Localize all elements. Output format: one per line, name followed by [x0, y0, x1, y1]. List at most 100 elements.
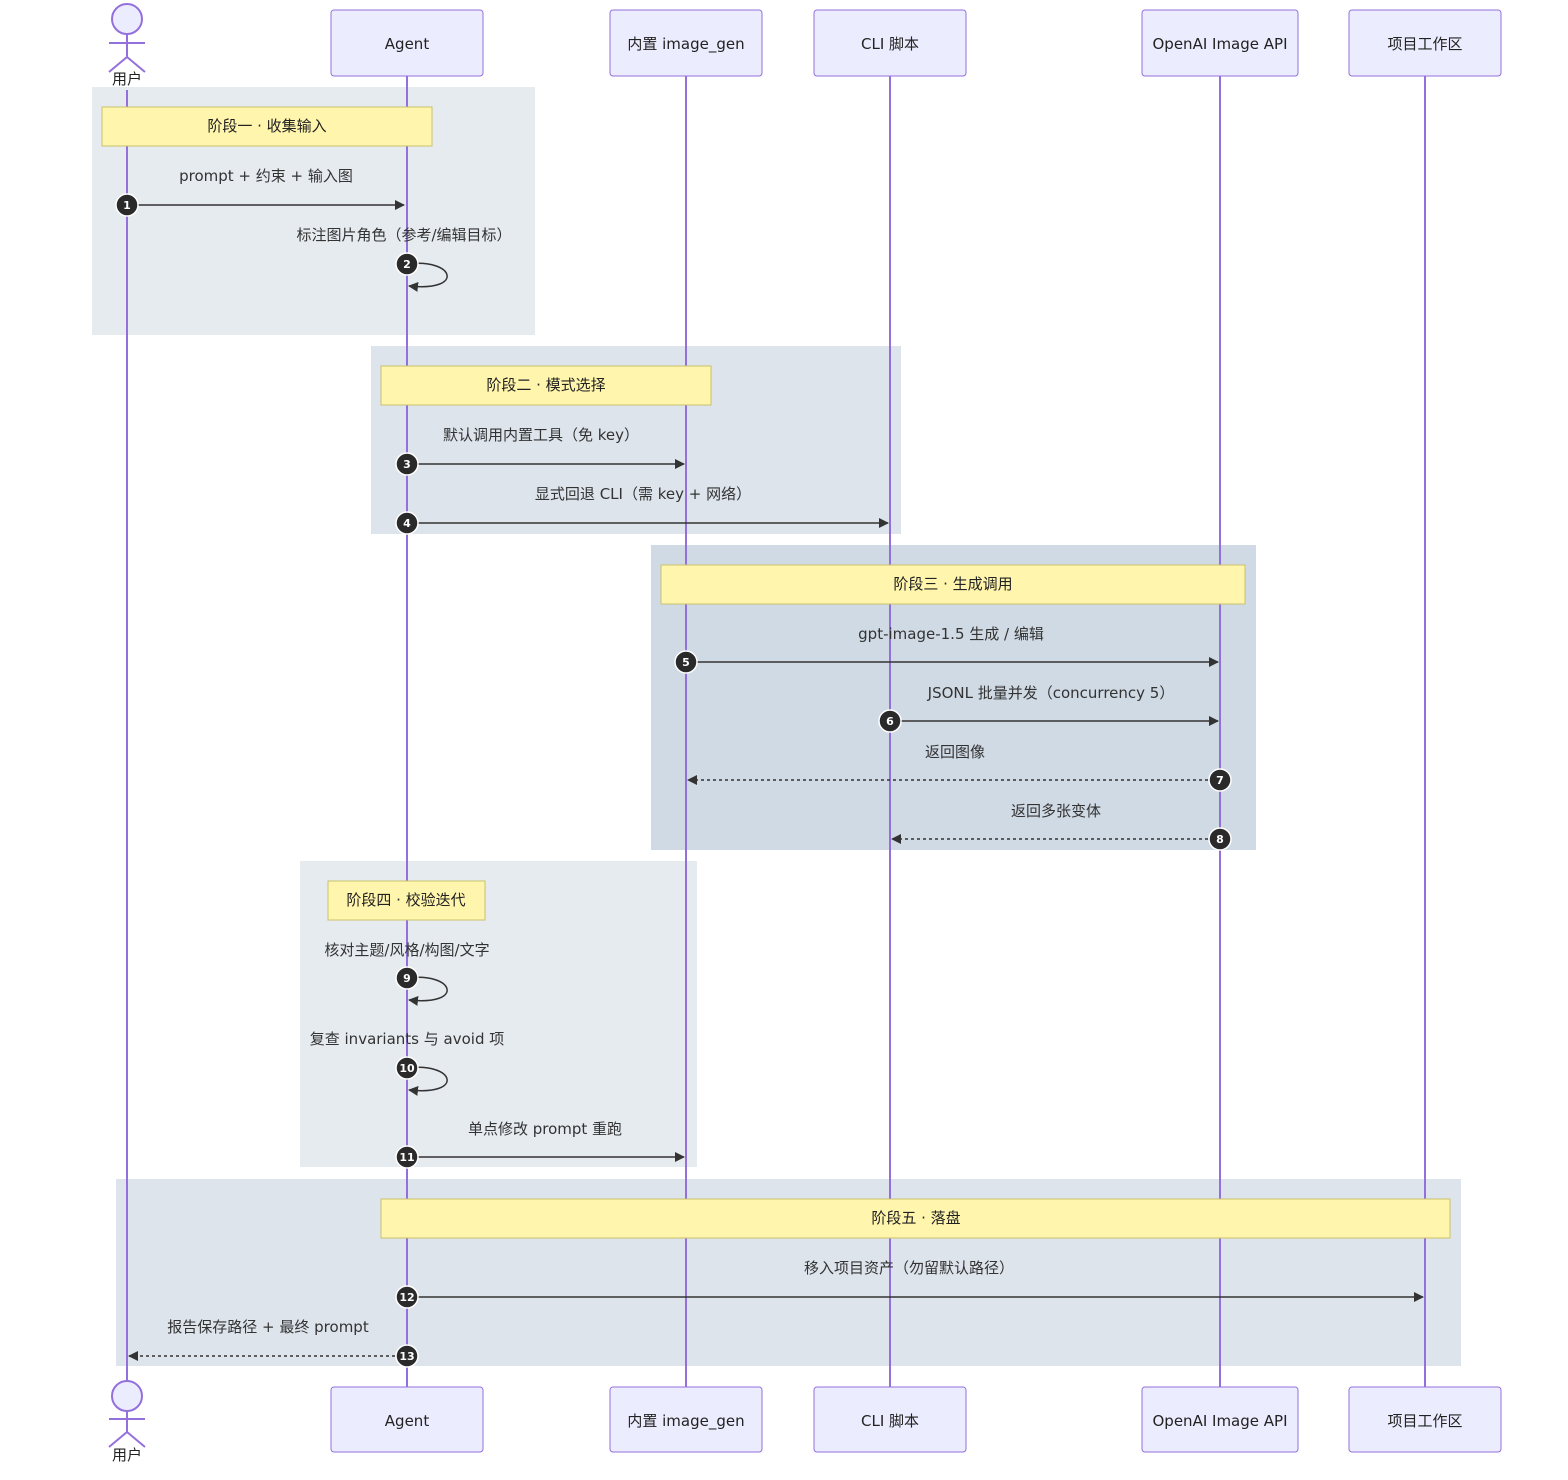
actor-leg-left-icon — [108, 56, 128, 73]
message-label: 默认调用内置工具（免 key） — [443, 426, 639, 444]
message-label: gpt-image-1.5 生成 / 编辑 — [858, 625, 1044, 643]
note-box — [101, 106, 433, 147]
participant-box — [813, 1386, 967, 1453]
message-label: 复查 invariants 与 avoid 项 — [310, 1030, 504, 1048]
phase-5-note: 阶段五 · 落盘 — [380, 1198, 1451, 1239]
message-arrow — [406, 976, 448, 1006]
participant-label: Agent — [385, 35, 430, 53]
actor-head-icon — [111, 3, 143, 35]
message-9: 核对主题/风格/构图/文字 9 — [324, 941, 490, 1006]
phase-label: 阶段四 · 校验迭代 — [346, 891, 465, 909]
sequence-badge — [395, 511, 419, 535]
participant-label: OpenAI Image API — [1153, 1412, 1288, 1430]
message-8: 返回多张变体 8 — [891, 802, 1232, 851]
sequence-number: 4 — [403, 517, 411, 530]
phase-3-note: 阶段三 · 生成调用 — [660, 564, 1246, 605]
message-label: 核对主题/风格/构图/文字 — [324, 941, 489, 959]
phase-label: 阶段一 · 收集输入 — [207, 117, 326, 135]
actor-leg-right-icon — [126, 1431, 146, 1448]
actor-leg-left-icon — [108, 1431, 128, 1448]
note-box — [660, 564, 1246, 605]
message-5: gpt-image-1.5 生成 / 编辑 5 — [674, 625, 1219, 674]
note-box — [380, 365, 712, 406]
participant-box — [609, 1386, 763, 1453]
participant-imggen-bottom: 内置 image_gen — [609, 1386, 763, 1453]
participant-box — [330, 1386, 484, 1453]
message-label: 单点修改 prompt 重跑 — [468, 1120, 622, 1138]
message-label: 返回多张变体 — [1011, 802, 1101, 820]
message-arrow — [406, 262, 448, 292]
message-label: 移入项目资产（勿留默认路径） — [804, 1259, 1014, 1277]
participant-label: 项目工作区 — [1387, 35, 1462, 53]
participant-agent-bottom: Agent — [330, 1386, 484, 1453]
message-12: 移入项目资产（勿留默认路径） 12 — [395, 1259, 1424, 1309]
participant-ws-bottom: 项目工作区 — [1348, 1386, 1502, 1453]
message-3: 默认调用内置工具（免 key） 3 — [395, 426, 685, 476]
participant-label: OpenAI Image API — [1153, 35, 1288, 53]
participant-label: 用户 — [112, 70, 142, 88]
message-label: JSONL 批量并发（concurrency 5） — [927, 684, 1175, 702]
sequence-badge — [878, 709, 902, 733]
participant-agent-top: Agent — [330, 9, 484, 77]
sequence-number: 5 — [682, 656, 690, 669]
participant-cli-bottom: CLI 脚本 — [813, 1386, 967, 1453]
sequence-badge — [674, 650, 698, 674]
message-11: 单点修改 prompt 重跑 11 — [395, 1120, 685, 1169]
sequence-badge — [395, 1285, 419, 1309]
participant-box — [1348, 1386, 1502, 1453]
message-label: 报告保存路径 + 最终 prompt — [167, 1318, 369, 1336]
phase-label: 阶段五 · 落盘 — [871, 1209, 960, 1227]
message-2: 标注图片角色（参考/编辑目标） 2 — [296, 226, 512, 292]
note-box — [327, 880, 486, 921]
participant-label: 用户 — [112, 1446, 142, 1464]
participant-user-bottom: 用户 — [108, 1380, 146, 1464]
sequence-number: 3 — [403, 458, 411, 471]
sequence-badge — [1208, 827, 1232, 851]
sequence-badge — [395, 452, 419, 476]
sequence-badge — [115, 193, 139, 217]
lifelines — [126, 76, 1426, 1388]
sequence-badge — [395, 1056, 419, 1080]
sequence-number: 8 — [1216, 833, 1224, 846]
phase-1-note: 阶段一 · 收集输入 — [101, 106, 433, 147]
message-label: 显式回退 CLI（需 key + 网络） — [535, 485, 751, 503]
participant-box — [330, 9, 484, 77]
participant-api-top: OpenAI Image API — [1141, 9, 1299, 77]
participant-ws-top: 项目工作区 — [1348, 9, 1502, 77]
sequence-number: 6 — [886, 715, 894, 728]
participant-label: 项目工作区 — [1387, 1412, 1462, 1430]
message-label: prompt + 约束 + 输入图 — [179, 167, 353, 185]
sequence-badge — [395, 1344, 419, 1368]
sequence-number: 11 — [399, 1151, 414, 1164]
sequence-badge — [395, 966, 419, 990]
message-6: JSONL 批量并发（concurrency 5） 6 — [878, 684, 1219, 733]
sequence-number: 1 — [123, 199, 131, 212]
message-10: 复查 invariants 与 avoid 项 10 — [310, 1030, 504, 1096]
participant-label: CLI 脚本 — [861, 1412, 919, 1430]
sequence-badge — [395, 252, 419, 276]
sequence-number: 9 — [403, 972, 411, 985]
message-label: 标注图片角色（参考/编辑目标） — [296, 226, 511, 244]
phase-4-note: 阶段四 · 校验迭代 — [327, 880, 486, 921]
actor-head-icon — [111, 1380, 143, 1412]
message-arrow — [406, 1066, 448, 1096]
participant-box — [813, 9, 967, 77]
sequence-number: 12 — [399, 1291, 414, 1304]
actor-leg-right-icon — [126, 56, 146, 73]
message-7: 返回图像 7 — [687, 743, 1232, 792]
participant-label: CLI 脚本 — [861, 35, 919, 53]
message-13: 报告保存路径 + 最终 prompt 13 — [128, 1318, 419, 1368]
participant-api-bottom: OpenAI Image API — [1141, 1386, 1299, 1453]
message-4: 显式回退 CLI（需 key + 网络） 4 — [395, 485, 889, 535]
phase-label: 阶段二 · 模式选择 — [486, 376, 605, 394]
sequence-number: 7 — [1216, 774, 1224, 787]
participant-box — [1348, 9, 1502, 77]
participant-box — [1141, 1386, 1299, 1453]
participant-box — [1141, 9, 1299, 77]
note-box — [380, 1198, 1451, 1239]
participant-cli-top: CLI 脚本 — [813, 9, 967, 77]
sequence-badge — [395, 1145, 419, 1169]
participant-box — [609, 9, 763, 77]
